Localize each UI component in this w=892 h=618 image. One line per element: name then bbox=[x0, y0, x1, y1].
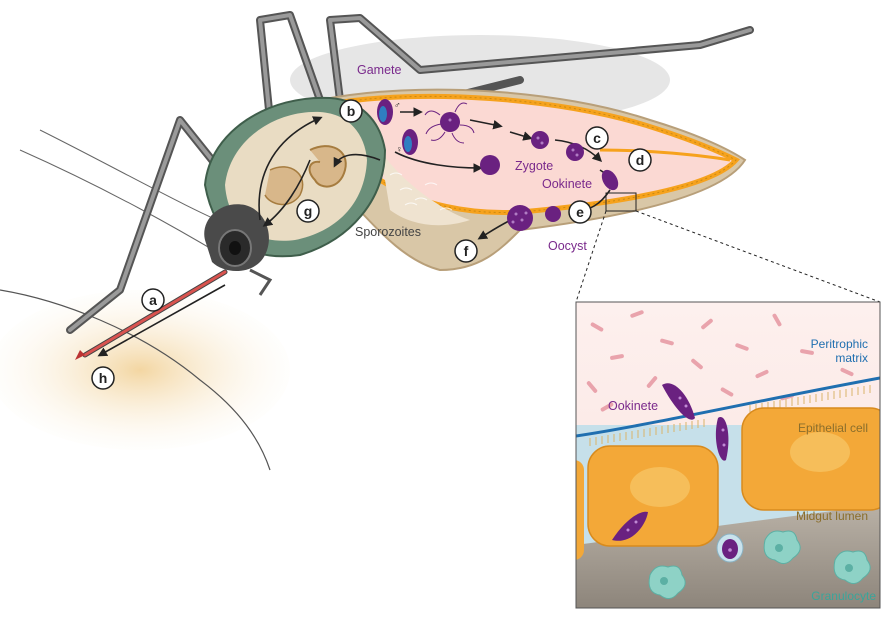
peritrophic-matrix bbox=[576, 376, 880, 438]
label-midgut-lumen: Midgut lumen bbox=[796, 509, 868, 523]
label-granulocyte: Granulocyte bbox=[811, 589, 876, 603]
proboscis bbox=[75, 269, 228, 360]
step-d: d bbox=[628, 148, 652, 172]
male-symbol: ♂ bbox=[394, 100, 401, 110]
abdomen bbox=[315, 88, 747, 272]
parasites bbox=[377, 99, 619, 231]
step-b: b bbox=[339, 99, 363, 123]
cycle-arrows bbox=[97, 107, 618, 357]
label-zygote: Zygote bbox=[515, 159, 553, 173]
label-peritrophic-line1: Peritrophic bbox=[811, 337, 868, 351]
step-e: e bbox=[568, 200, 592, 224]
svg-text:f: f bbox=[464, 243, 469, 259]
svg-text:a: a bbox=[149, 292, 157, 308]
label-inset-ookinete: Ookinete bbox=[608, 399, 658, 413]
exflagellating-gamete bbox=[424, 102, 475, 144]
svg-text:h: h bbox=[99, 370, 108, 386]
label-epithelial-cell: Epithelial cell bbox=[798, 421, 868, 435]
svg-text:e: e bbox=[576, 204, 584, 220]
step-g: g bbox=[296, 199, 320, 223]
label-peritrophic-line2: matrix bbox=[835, 351, 868, 365]
head bbox=[204, 204, 273, 296]
granulocytes bbox=[648, 530, 871, 599]
step-markers: a b c d e f g h bbox=[91, 99, 652, 390]
step-a: a bbox=[141, 288, 165, 312]
label-gamete: Gamete bbox=[357, 63, 402, 77]
step-f: f bbox=[454, 239, 478, 263]
epithelial-cells bbox=[576, 407, 880, 560]
svg-text:c: c bbox=[593, 130, 601, 146]
inset-panel: Peritrophic matrix Epithelial cell Midgu… bbox=[575, 301, 881, 609]
label-sporozoites: Sporozoites bbox=[355, 225, 421, 239]
step-h: h bbox=[91, 366, 115, 390]
svg-text:g: g bbox=[304, 203, 313, 219]
female-symbol: ♀ bbox=[396, 144, 403, 154]
legs-inner bbox=[68, 13, 752, 332]
label-oocyst: Oocyst bbox=[548, 239, 587, 253]
svg-text:b: b bbox=[347, 103, 356, 119]
microvilli bbox=[589, 385, 871, 446]
svg-text:d: d bbox=[636, 152, 645, 168]
bacteria bbox=[586, 310, 854, 412]
label-ookinete: Ookinete bbox=[542, 177, 592, 191]
step-c: c bbox=[585, 126, 609, 150]
zoom-indicator bbox=[575, 192, 881, 303]
